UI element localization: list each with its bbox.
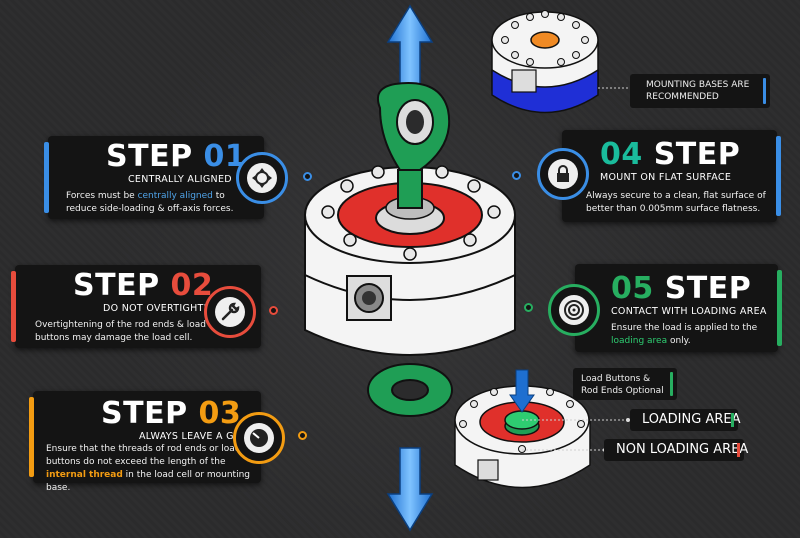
step-05-body: Ensure the load is applied to the loadin… [611, 323, 758, 346]
lock-icon [557, 165, 569, 182]
load-cell-body [304, 165, 516, 356]
step-01-body: Forces must be centrally aligned to redu… [66, 191, 234, 214]
step-05-subtitle: CONTACT WITH LOADING AREA [611, 306, 767, 317]
lower-rod-end [367, 363, 453, 417]
step-05-card: 05 STEP CONTACT WITH LOADING AREA Ensure… [575, 264, 782, 352]
step-03-card: STEP 03 ALWAYS LEAVE A GAP Ensure that t… [29, 391, 261, 493]
step-01-title: STEP 01 [106, 142, 246, 172]
step-03-icon-ring [233, 412, 285, 464]
non-loading-area-label: NON LOADING AREA [604, 439, 748, 461]
step-02-connector-dot [269, 306, 278, 315]
step-03-subtitle: ALWAYS LEAVE A GAP [139, 431, 247, 442]
step-04-accent-bar [776, 136, 781, 216]
wrench-icon [221, 302, 240, 321]
gauge-icon [250, 429, 268, 447]
mounting-base-illustration [491, 10, 599, 114]
step-02-title: STEP 02 [73, 268, 214, 303]
load-buttons-label: Load Buttons & Rod Ends Optional [573, 368, 677, 400]
step-03-connector-dot [298, 431, 307, 440]
step-01-accent-bar [44, 142, 49, 213]
step-04-subtitle: MOUNT ON FLAT SURFACE [600, 172, 732, 183]
step-05-accent-bar [777, 270, 782, 346]
mounting-bases-label: MOUNTING BASES ARE RECOMMENDED [630, 74, 770, 108]
step-03-accent-bar [29, 397, 34, 477]
bullseye-icon [564, 300, 584, 320]
step-04-card: 04 STEP MOUNT ON FLAT SURFACE Always sec… [562, 130, 781, 222]
step-02-accent-bar [11, 271, 16, 342]
step-02-body: Overtightening of the rod ends & load bu… [35, 320, 207, 343]
step-05-title: 05 STEP [611, 271, 752, 306]
down-force-arrow-icon [386, 447, 434, 532]
step-05-connector-dot [524, 303, 533, 312]
step-01-connector-dot [303, 172, 312, 181]
step-01-subtitle: CENTRALLY ALIGNED [128, 174, 232, 185]
target-crosshair-icon [252, 168, 272, 188]
step-04-title: 04 STEP [600, 137, 741, 172]
loading-area-label: LOADING AREA [630, 409, 740, 431]
step-04-connector-dot [512, 171, 521, 180]
up-force-arrow-icon [386, 4, 434, 89]
step-02-subtitle: DO NOT OVERTIGHTEN [103, 303, 218, 314]
step-03-title: STEP 03 [101, 396, 242, 431]
step-04-body: Always secure to a clean, flat surface o… [586, 191, 766, 214]
step-02-icon-ring [204, 286, 256, 338]
step-04-icon-ring [537, 148, 589, 200]
step-05-icon-ring [548, 284, 600, 336]
upper-rod-end [376, 82, 451, 209]
step-03-body: Ensure that the threads of rod ends or l… [46, 444, 251, 493]
loading-area-illustration [454, 87, 630, 489]
step-01-word: STEP [106, 139, 193, 174]
step-01-icon-ring [236, 152, 288, 204]
step-01-card: STEP 01 CENTRALLY ALIGNED Forces must be… [44, 136, 264, 219]
